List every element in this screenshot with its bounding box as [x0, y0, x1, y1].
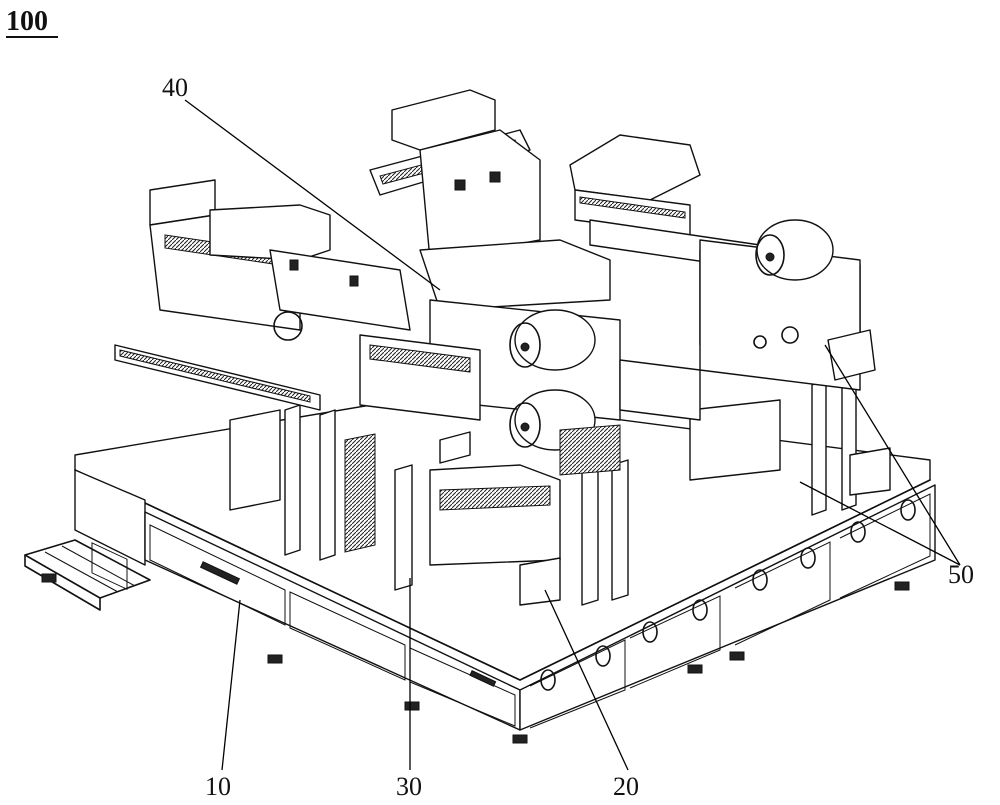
left-cabinet-window: [91, 542, 128, 590]
tape-reel-3-axle: [765, 252, 775, 262]
bolt: [349, 275, 359, 287]
vent-8: [900, 499, 916, 521]
right-head-hatch: [579, 196, 686, 219]
tape-reel-2-axle: [520, 422, 530, 432]
column-cap: [439, 431, 471, 464]
vent-6: [800, 547, 816, 569]
foot: [729, 651, 745, 661]
foot: [687, 664, 703, 674]
station-block-5: [559, 424, 621, 476]
right-plate-hole-2: [753, 335, 767, 349]
vent-4: [692, 599, 708, 621]
tape-reel-3: [756, 219, 834, 281]
station-control-box: [849, 447, 891, 496]
right-reel-guard: [827, 329, 876, 381]
tape-reel-2-hub: [509, 402, 541, 448]
vent-3: [642, 621, 658, 643]
vent-2: [595, 645, 611, 667]
center-frame: [419, 239, 611, 311]
station-20-fixture: [519, 557, 561, 606]
label-30: 30: [396, 772, 422, 801]
reel-assemblies: [429, 219, 876, 451]
left-cabinet-end: [74, 469, 146, 566]
right-door-4: [839, 493, 931, 599]
tape-reel-1-hub: [509, 322, 541, 368]
support-columns: [284, 372, 857, 606]
leader-10: [221, 599, 241, 771]
column-d: [581, 464, 599, 606]
spring-stack: [344, 433, 376, 553]
label-50: 50: [948, 560, 974, 589]
leader-40: [184, 99, 441, 291]
foot: [41, 573, 57, 583]
bolt: [454, 179, 466, 191]
left-feeder-block: [229, 409, 281, 511]
deck-edge: [74, 469, 931, 681]
left-pulley: [273, 311, 303, 341]
right-door-2: [629, 595, 721, 689]
column-e: [611, 459, 629, 601]
foot: [894, 581, 910, 591]
tape-reel-3-hub: [755, 234, 785, 276]
vent-7: [850, 521, 866, 543]
label-20: 20: [613, 772, 639, 801]
left-outrigger: [24, 539, 151, 599]
left-slide-hatch: [119, 349, 311, 403]
station-block-2: [429, 464, 561, 566]
right-door-3: [734, 541, 831, 646]
drawer-handle-1: [199, 561, 241, 585]
tape-reel-1: [514, 309, 596, 371]
left-carriage: [209, 204, 331, 261]
center-top-module: [369, 89, 611, 311]
front-right-face: [519, 484, 936, 731]
right-plate-hole: [781, 326, 799, 344]
leader-lines: [184, 99, 961, 771]
foot: [404, 701, 420, 711]
drawer-panel-2: [289, 591, 406, 681]
station-block-2-hatch: [439, 485, 551, 511]
foot: [267, 654, 283, 664]
label-40: 40: [162, 73, 188, 102]
column-c: [394, 464, 413, 591]
base-frame: [24, 394, 936, 744]
leader-20: [544, 589, 629, 771]
station-block-4: [619, 359, 701, 421]
reference-numerals: 40 50 10 30 20: [162, 73, 974, 801]
right-door-1: [529, 639, 626, 729]
center-head-top: [391, 89, 496, 151]
station-block-3: [689, 399, 781, 481]
tape-reel-1-axle: [520, 342, 530, 352]
left-outrigger-edge: [24, 554, 101, 611]
drawer-panel-1: [149, 524, 286, 626]
bolt: [489, 171, 501, 183]
figure-number: 100: [6, 6, 58, 38]
outrigger-rails: [44, 545, 136, 593]
column-b: [319, 409, 336, 561]
center-head-body: [419, 129, 541, 261]
vent-5: [752, 569, 768, 591]
left-module-plate: [269, 249, 411, 331]
right-head-top: [569, 134, 701, 201]
leveling-feet: [41, 573, 910, 744]
column-a: [284, 404, 301, 556]
vent-1: [540, 669, 556, 691]
label-10: 10: [205, 772, 231, 801]
leader-50-a: [824, 344, 961, 566]
foot: [512, 734, 528, 744]
center-workstations: [359, 334, 891, 606]
figure-number-text: 100: [6, 6, 48, 37]
leader-50-b: [799, 481, 961, 566]
bolt: [289, 259, 299, 271]
drawer-handle-3: [469, 670, 497, 687]
left-module: [114, 179, 411, 553]
station-block-1-hatch: [369, 344, 471, 373]
